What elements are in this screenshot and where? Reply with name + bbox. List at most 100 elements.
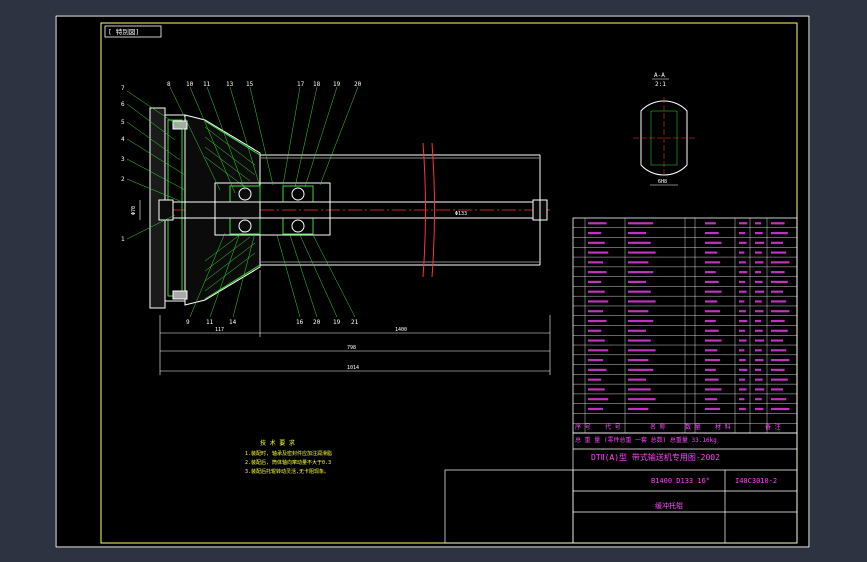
parts-table-cell-glyphs — [771, 280, 788, 284]
parts-table-cell-glyphs — [588, 358, 603, 362]
svg-text:B1400 D133 16°: B1400 D133 16° — [651, 477, 710, 485]
parts-table-cell-glyphs — [588, 280, 602, 284]
parts-table-cell-glyphs — [588, 261, 603, 264]
svg-text:9: 9 — [186, 319, 190, 326]
parts-table-cell-glyphs — [755, 398, 762, 401]
title-block-text: DTⅡ(A)型 带式输送机专用图-2002 B1400 D133 16° I40… — [591, 452, 777, 510]
parts-table-cell-glyphs — [739, 271, 748, 274]
parts-table-cell-glyphs — [628, 378, 646, 381]
svg-text:技 术 要 求: 技 术 要 求 — [260, 439, 295, 447]
parts-table-cell-glyphs — [705, 231, 719, 235]
svg-text:8: 8 — [167, 81, 171, 88]
parts-table-cell-glyphs — [755, 319, 761, 323]
svg-text:19: 19 — [333, 319, 341, 326]
parts-table-cell-glyphs — [739, 329, 746, 332]
svg-text:缓冲托辊: 缓冲托辊 — [655, 501, 683, 510]
svg-text:2: 2 — [121, 176, 125, 183]
svg-text:1400: 1400 — [395, 327, 407, 333]
parts-table-cell-glyphs — [739, 368, 748, 371]
svg-text:20: 20 — [313, 319, 321, 326]
parts-table-cell-glyphs — [771, 358, 790, 362]
section-a-a: A-A 2:1 6H8 — [633, 72, 695, 186]
parts-summary: 总 重 量 (零件总重 一套 总数) 总重量 33.16kg — [575, 436, 717, 444]
parts-table-cell-glyphs — [755, 388, 765, 391]
svg-text:Φ133: Φ133 — [455, 211, 467, 217]
parts-table-cell-glyphs — [588, 241, 605, 244]
svg-text:代 号: 代 号 — [605, 423, 621, 431]
parts-table-cell-glyphs — [705, 241, 722, 244]
break-line — [422, 142, 426, 278]
parts-table-cell-glyphs — [628, 222, 654, 225]
drawing-sheet: [ 特別図] — [55, 15, 810, 548]
svg-text:1.装配时, 轴承及密封件应加注润滑脂: 1.装配时, 轴承及密封件应加注润滑脂 — [245, 450, 332, 457]
svg-text:4: 4 — [121, 136, 125, 143]
leader-labels-bottom: 9 11 14 16 20 19 21 — [186, 319, 359, 326]
parts-table-cell-glyphs — [705, 290, 722, 293]
parts-table-cell-glyphs — [588, 271, 607, 274]
roller-tube — [260, 154, 541, 266]
parts-table-cell-glyphs — [739, 310, 746, 313]
parts-table-cell-glyphs — [628, 290, 651, 293]
svg-text:1: 1 — [121, 236, 125, 243]
svg-text:I40C3010-2: I40C3010-2 — [735, 477, 777, 485]
parts-table-cell-glyphs — [739, 222, 748, 225]
parts-table-cell-glyphs — [755, 407, 764, 411]
svg-text:5: 5 — [121, 119, 125, 126]
leaders-bottom — [189, 232, 356, 318]
parts-table-cell-glyphs — [771, 222, 785, 225]
parts-table-cell-glyphs — [588, 398, 609, 401]
svg-text:Φ70: Φ70 — [131, 206, 137, 215]
parts-table-cell-glyphs — [755, 349, 762, 352]
parts-table-cell-glyphs — [705, 398, 718, 401]
leader-labels-top: 7 8 10 11 13 15 17 18 19 20 — [121, 81, 362, 92]
svg-text:2:1: 2:1 — [655, 81, 666, 88]
parts-table-cell-glyphs — [771, 368, 785, 371]
svg-text:13: 13 — [226, 81, 234, 88]
parts-table-cell-glyphs — [628, 251, 656, 254]
parts-table-cell-glyphs — [628, 300, 656, 303]
parts-table-cell-glyphs — [755, 251, 762, 254]
parts-table-cell-glyphs — [588, 329, 602, 332]
parts-table-cell-glyphs — [739, 339, 747, 342]
parts-table-cell-glyphs — [739, 251, 745, 254]
parts-table-cell-glyphs — [755, 329, 763, 332]
parts-table-cell-glyphs — [705, 261, 721, 264]
svg-text:数 量: 数 量 — [685, 423, 701, 431]
parts-table-cell-glyphs — [739, 231, 746, 235]
parts-table-cell-glyphs — [628, 271, 654, 274]
parts-table-cell-glyphs — [755, 310, 764, 313]
parts-table-cell-glyphs — [755, 280, 763, 284]
parts-table-cell-glyphs — [739, 290, 747, 293]
parts-table-cell-glyphs — [628, 329, 646, 332]
svg-text:117: 117 — [215, 327, 224, 333]
svg-text:11: 11 — [203, 81, 211, 88]
parts-table-cell-glyphs — [588, 368, 607, 371]
parts-table-cell-glyphs — [755, 290, 765, 293]
svg-text:11: 11 — [206, 319, 214, 326]
parts-table-cell-glyphs — [771, 231, 788, 235]
parts-table-cell-glyphs — [739, 378, 746, 381]
parts-table-cell-glyphs — [771, 319, 785, 323]
dimension-labels: 117 1400 798 1014 Φ133 Φ70 — [131, 206, 467, 371]
svg-text:16: 16 — [296, 319, 304, 326]
parts-table-cell-glyphs — [705, 280, 719, 284]
parts-table-cell-glyphs — [755, 231, 763, 235]
parts-table-cell-glyphs — [771, 310, 790, 313]
parts-table-cell-glyphs — [588, 319, 607, 323]
parts-table-cell-glyphs — [739, 261, 746, 264]
svg-text:2.装配后, 筒体轴向窜动量不大于0.3: 2.装配后, 筒体轴向窜动量不大于0.3 — [245, 459, 331, 466]
end-cap — [149, 107, 261, 309]
svg-text:7: 7 — [121, 85, 125, 92]
parts-table-cell-glyphs — [705, 378, 719, 381]
parts-table-cell-glyphs — [628, 261, 649, 264]
parts-table-cell-glyphs — [588, 407, 603, 411]
svg-text:21: 21 — [351, 319, 359, 326]
svg-text:14: 14 — [229, 319, 237, 326]
dimension-lines — [139, 200, 551, 375]
parts-table-cell-glyphs — [628, 231, 646, 235]
parts-table-cell-glyphs — [755, 241, 765, 244]
parts-table-cell-glyphs — [588, 310, 603, 313]
svg-text:6: 6 — [121, 101, 125, 108]
cap-hatch — [204, 126, 256, 292]
